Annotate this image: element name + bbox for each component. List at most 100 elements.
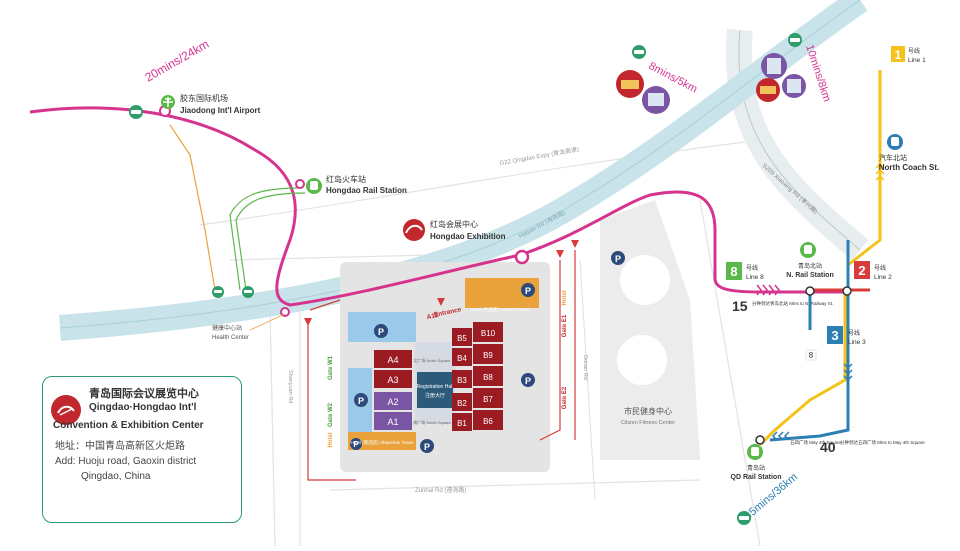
hall-a2[interactable] xyxy=(374,392,412,410)
airport-taxi-route xyxy=(169,124,216,291)
rail-station-node[interactable] xyxy=(295,179,305,189)
rail-taxi-route xyxy=(229,187,301,291)
hall-a1[interactable] xyxy=(374,412,412,430)
airport-en[interactable]: Jiaodong Int'l Airport xyxy=(180,106,261,115)
health-center-node[interactable] xyxy=(280,307,290,317)
hall-b9[interactable] xyxy=(473,344,503,364)
card-title-zh: 青岛国际会议展览中心 xyxy=(89,388,199,400)
gate-w2-label[interactable]: Gate W2 xyxy=(328,402,334,427)
line-3-badge[interactable] xyxy=(827,326,843,344)
hall-b5-label: B5 xyxy=(457,334,467,343)
parking-icon[interactable] xyxy=(521,283,535,297)
parking-icon[interactable] xyxy=(374,324,388,338)
card-title-en2: Convention & Exhibition Center xyxy=(53,420,204,431)
dome-south xyxy=(617,335,667,385)
svg-text:P: P xyxy=(525,286,531,296)
hall-b5[interactable] xyxy=(452,328,472,346)
hall-b8-label: B8 xyxy=(483,373,493,382)
walking-paths xyxy=(307,250,576,481)
svg-text:P: P xyxy=(378,327,384,337)
car-icon xyxy=(788,33,802,47)
line8-chevrons xyxy=(756,284,780,296)
car-icon xyxy=(242,286,254,298)
hall-b9-label: B9 xyxy=(483,351,493,360)
exhibition-logo-icon xyxy=(403,219,425,241)
line-8-zh: 号线 xyxy=(746,264,758,272)
transfer-south-text: 分钟到达五四广场 Mins to May 4th Square xyxy=(840,439,925,446)
line3-chevrons xyxy=(843,363,853,382)
hall-a3-label: A3 xyxy=(387,375,398,385)
gate-w1-label[interactable]: Gate W1 xyxy=(328,355,334,380)
south-square-label: 南广场 South Square xyxy=(413,419,451,425)
hotel-side-label-e: Hotel xyxy=(562,290,568,305)
exhibition-zh: 红岛会展中心 xyxy=(430,219,478,229)
road-zunhai: Zunhai Rd (遵海路) xyxy=(415,486,466,494)
line-3-num: 3 xyxy=(831,328,838,343)
hotel-side-label-w: Hotel xyxy=(328,432,334,447)
line-1-badge[interactable] xyxy=(891,46,905,62)
hall-b1[interactable] xyxy=(452,413,472,431)
parking-icon[interactable] xyxy=(611,251,625,265)
car-icon xyxy=(737,511,751,525)
hall-b1-label: B1 xyxy=(457,419,467,428)
transfer-south-num: 40 xyxy=(820,439,836,455)
transfer-north-text: 分钟到达青岛北站 Mins to N. Railway St. xyxy=(752,300,833,307)
shop-icon[interactable] xyxy=(642,86,670,114)
gate-e2-label[interactable]: Gate E2 xyxy=(562,386,568,409)
hall-b7-label: B7 xyxy=(483,395,493,404)
svg-text:P: P xyxy=(525,376,531,386)
parking-icon[interactable] xyxy=(420,439,434,453)
line3-south-chevrons xyxy=(771,431,790,441)
hall-b2-label: B2 xyxy=(457,399,467,408)
hotel-south-block xyxy=(348,432,416,450)
line-2-node[interactable] xyxy=(842,286,852,296)
shop-icon[interactable] xyxy=(616,70,644,98)
hall-b10[interactable] xyxy=(473,322,503,342)
qd-rail-en[interactable]: QD Rail Station xyxy=(731,474,782,481)
hall-b8[interactable] xyxy=(473,366,503,386)
n-rail-en[interactable]: N. Rail Station xyxy=(786,272,833,279)
hall-b7[interactable] xyxy=(473,388,503,408)
parking-icon[interactable] xyxy=(521,373,535,387)
hotel-distance: 10mins/8km xyxy=(803,43,833,103)
card-address-en2: Qingdao, China xyxy=(81,471,151,482)
hotel-icon[interactable] xyxy=(761,53,787,79)
hall-b3[interactable] xyxy=(452,370,472,388)
qd-rail-node[interactable] xyxy=(755,435,765,445)
line-2-label: Line 2 xyxy=(874,274,892,281)
registration-hall-en: Registration Hall xyxy=(417,384,454,390)
n-rail-zh: 青岛北站 xyxy=(798,262,822,270)
hall-b4[interactable] xyxy=(452,348,472,366)
line-3-label: Line 3 xyxy=(848,339,866,346)
line1-chevrons xyxy=(875,162,885,181)
parking-icon[interactable] xyxy=(350,438,362,450)
main-route xyxy=(29,106,845,307)
health-center-en[interactable]: Health Center xyxy=(212,335,249,341)
exhibition-node[interactable] xyxy=(514,249,530,265)
hotel-icon[interactable] xyxy=(756,78,780,102)
rail-station-en[interactable]: Hongdao Rail Station xyxy=(326,186,407,195)
coach-en[interactable]: North Coach St. xyxy=(879,163,939,172)
hall-b3-label: B3 xyxy=(457,376,467,385)
svg-text:P: P xyxy=(358,396,364,406)
line-3-zh: 号线 xyxy=(848,329,860,337)
health-center-zh: 健康中心站 xyxy=(212,324,242,332)
hall-b6[interactable] xyxy=(473,410,503,430)
exhibition-en[interactable]: Hongdao Exhibition xyxy=(430,232,506,241)
line-2-badge[interactable] xyxy=(854,261,870,279)
parking-icons: P P P P P P P xyxy=(350,251,625,453)
line-8-label: Line 8 xyxy=(746,274,764,281)
n-rail-node[interactable] xyxy=(805,286,815,296)
hall-b2[interactable] xyxy=(452,393,472,411)
hotel-icon[interactable] xyxy=(782,74,806,98)
hall-a4[interactable] xyxy=(374,350,412,368)
arrow-markers xyxy=(304,240,579,326)
line-8-badge[interactable] xyxy=(726,262,742,280)
svg-text:P: P xyxy=(615,254,621,264)
gate-e1-label[interactable]: Gate E1 xyxy=(562,314,568,337)
line-1-num: 1 xyxy=(895,48,902,62)
registration-hall[interactable] xyxy=(417,372,453,408)
parking-icon[interactable] xyxy=(354,393,368,407)
hall-a3[interactable] xyxy=(374,370,412,388)
